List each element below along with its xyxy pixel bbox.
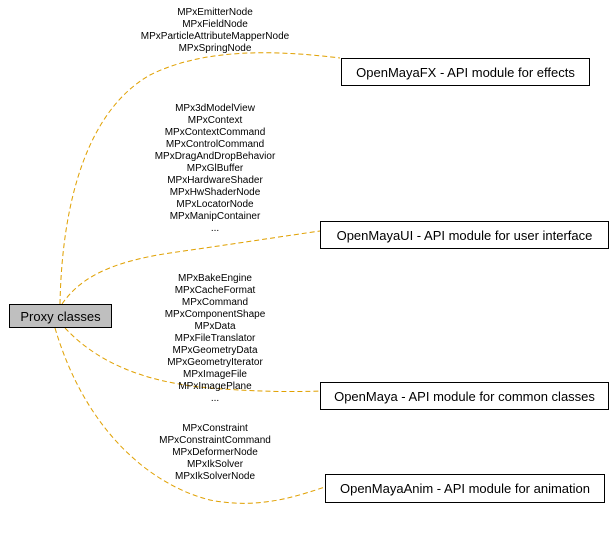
openmayaanim-class-list: MPxConstraint MPxConstraintCommand MPxDe…	[130, 423, 300, 483]
class-label: MPxConstraintCommand	[159, 435, 271, 446]
edge-to-openmayaui	[61, 230, 321, 305]
class-label: MPxIkSolverNode	[174, 471, 256, 482]
class-label: MPxContext	[187, 115, 243, 126]
class-label: MPxGeometryData	[172, 345, 258, 356]
class-label: MPxHardwareShader	[167, 175, 263, 186]
class-label: MPxComponentShape	[164, 309, 266, 320]
class-label: MPxFileTranslator	[174, 333, 256, 344]
openmayafx-label: OpenMayaFX - API module for effects	[356, 64, 575, 80]
class-label: MPxParticleAttributeMapperNode	[140, 31, 290, 42]
class-label: MPxHwShaderNode	[169, 187, 261, 198]
class-label: MPxCacheFormat	[174, 285, 256, 296]
proxy-classes-label: Proxy classes	[20, 308, 101, 324]
class-label: MPxImagePlane	[178, 381, 252, 392]
openmaya-class-list: MPxBakeEngine MPxCacheFormat MPxCommand …	[130, 273, 300, 405]
class-label: MPxDeformerNode	[172, 447, 258, 458]
class-label: MPx3dModelView	[175, 103, 255, 114]
class-label: MPxManipContainer	[169, 211, 261, 222]
openmayafx-node[interactable]: OpenMayaFX - API module for effects	[341, 58, 590, 86]
class-label: MPxDragAndDropBehavior	[154, 151, 276, 162]
class-label: MPxImageFile	[183, 369, 247, 380]
class-label: MPxGeometryIterator	[167, 357, 263, 368]
openmayaui-label: OpenMayaUI - API module for user interfa…	[336, 227, 593, 243]
class-label: MPxSpringNode	[178, 43, 252, 54]
class-label: MPxEmitterNode	[177, 7, 253, 18]
class-label: ...	[210, 223, 220, 234]
openmaya-node[interactable]: OpenMaya - API module for common classes	[320, 382, 609, 410]
openmayafx-class-list: MPxEmitterNode MPxFieldNode MPxParticleA…	[130, 7, 300, 55]
openmaya-label: OpenMaya - API module for common classes	[334, 388, 595, 404]
edge-to-openmayaanim	[54, 327, 326, 504]
class-label: MPxConstraint	[182, 423, 248, 434]
class-label: MPxGlBuffer	[186, 163, 244, 174]
class-label: MPxControlCommand	[165, 139, 265, 150]
openmayaanim-label: OpenMayaAnim - API module for animation	[339, 481, 590, 496]
class-label: MPxData	[194, 321, 236, 332]
class-label: MPxIkSolver	[186, 459, 244, 470]
openmayaui-node[interactable]: OpenMayaUI - API module for user interfa…	[320, 221, 609, 249]
openmayaanim-node[interactable]: OpenMayaAnim - API module for animation	[325, 474, 605, 503]
openmayaui-class-list: MPx3dModelView MPxContext MPxContextComm…	[130, 103, 300, 235]
proxy-classes-node: Proxy classes	[9, 304, 112, 328]
class-label: MPxFieldNode	[182, 19, 248, 30]
edge-to-openmayafx	[59, 52, 341, 305]
class-label: MPxBakeEngine	[178, 273, 252, 284]
class-label: MPxCommand	[181, 297, 249, 308]
class-label: MPxContextCommand	[164, 127, 266, 138]
class-label: MPxLocatorNode	[176, 199, 254, 210]
class-label: ...	[210, 393, 220, 404]
edge-to-openmaya	[64, 327, 321, 393]
